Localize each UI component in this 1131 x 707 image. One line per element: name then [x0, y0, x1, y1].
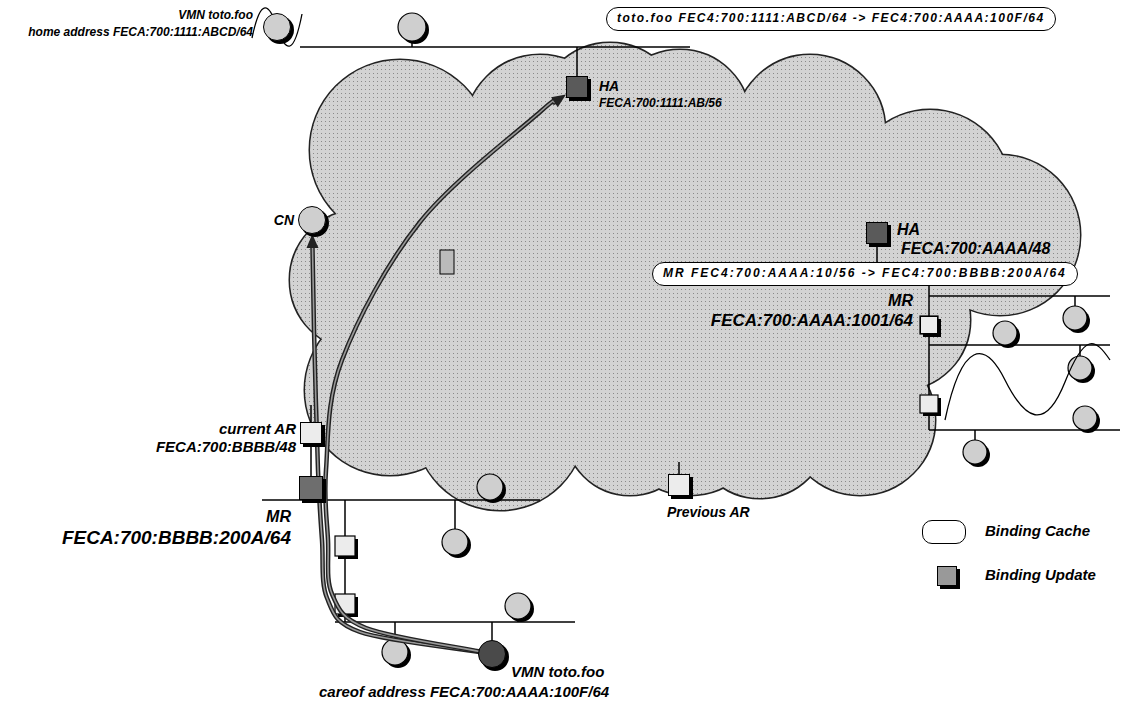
binding-entry: MR FEC4:700:AAAA:10/56 -> FEC4:700:BBBB:…	[663, 267, 1067, 281]
wireless-wave	[945, 344, 1110, 420]
cloud-outline	[310, 60, 490, 240]
node-label: HA	[599, 78, 619, 94]
legend-label: Binding Cache	[985, 522, 1090, 539]
router-symbol	[335, 316, 941, 617]
host-node: VMN toto.foohome address FECA:700:1111:A…	[263, 13, 291, 41]
arrow-line	[313, 248, 479, 652]
network-wire	[262, 41, 1120, 640]
host-symbol	[1063, 306, 1087, 330]
cloud-outline	[290, 43, 1080, 510]
host-symbol	[382, 13, 1100, 668]
binding-entry: toto.foo FEC4:700:1111:ABCD/64 -> FEC4:7…	[617, 12, 1045, 26]
router-symbol	[920, 395, 938, 413]
legend-swatch	[937, 566, 957, 586]
network-wire	[310, 444, 312, 476]
host-symbol	[1073, 406, 1097, 430]
host-symbol	[442, 529, 468, 555]
network-wire	[928, 334, 930, 395]
network-wire	[310, 405, 312, 422]
node-label: Previous AR	[667, 504, 750, 520]
network-wire	[335, 621, 575, 623]
router-node: MRFECA:700:BBBB:200A/64	[299, 476, 323, 500]
cloud-fill	[310, 60, 490, 240]
arrow-line	[325, 100, 555, 651]
binding-cache: MR FEC4:700:AAAA:10/56 -> FEC4:700:BBBB:…	[652, 262, 1078, 286]
arrow-line	[313, 248, 479, 652]
network-wire	[344, 556, 346, 594]
cloud-fill	[610, 50, 750, 190]
router-node: MRFECA:700:AAAA:1001/64	[920, 316, 938, 334]
host-symbol	[398, 13, 426, 41]
binding-cache: toto.foo FEC4:700:1111:ABCD/64 -> FEC4:7…	[606, 7, 1056, 31]
legend-label: Binding Update	[985, 566, 1096, 583]
network-wire	[678, 462, 680, 474]
node-label: FECA:700:1111:AB/56	[599, 97, 722, 111]
legend-swatch	[922, 520, 966, 544]
arrow-head	[551, 94, 566, 107]
node-label: careof address FECA:700:AAAA:100F/64	[319, 683, 609, 700]
network-wire	[576, 47, 578, 76]
host-symbol	[993, 321, 1017, 345]
network-wire	[491, 622, 493, 640]
network-wire	[344, 500, 346, 536]
arrow-line	[325, 100, 555, 651]
update-marker	[440, 250, 454, 274]
node-label: FECA:700:AAAA:1001/64	[711, 311, 913, 331]
router-node: HAFECA:700:AAAA/48	[866, 222, 888, 244]
network-wire	[929, 295, 1110, 297]
node-label: MR	[888, 292, 913, 310]
router-node: Previous AR	[668, 474, 690, 496]
network-wire	[300, 46, 690, 48]
host-node: CN	[298, 206, 326, 234]
host-symbol	[505, 593, 531, 619]
node-label: FECA:700:BBBB/48	[156, 438, 296, 455]
router-symbol	[335, 536, 355, 556]
wireless-wave	[252, 8, 302, 46]
router-node: current ARFECA:700:BBBB/48	[300, 422, 322, 444]
node-label: CN	[274, 212, 294, 228]
node-label: FECA:700:BBBB:200A/64	[62, 527, 291, 549]
node-label: MR	[266, 508, 291, 526]
router-node: HAFECA:700:1111:AB/56	[566, 76, 588, 98]
cloud-fill	[290, 43, 1080, 510]
host-symbol	[477, 474, 503, 500]
node-label: home address FECA:700:1111:ABCD/64	[28, 26, 253, 40]
network-wire	[876, 244, 878, 264]
node-label: HA	[897, 221, 920, 239]
host-symbol	[963, 440, 987, 464]
host-node: VMN toto.foocareof address FECA:700:AAAA…	[478, 640, 506, 668]
node-label: VMN toto.foo	[178, 9, 253, 23]
network-wire	[928, 284, 930, 316]
wireless-wave	[252, 8, 1110, 420]
binding-path-arrow	[325, 94, 566, 651]
network-wire	[974, 430, 976, 440]
network-wire	[454, 500, 456, 529]
router-symbol	[920, 316, 938, 334]
network-wire	[929, 344, 1110, 346]
arrow-head	[307, 234, 319, 248]
node-label: FECA:700:AAAA/48	[901, 240, 1050, 258]
network-wire	[1074, 296, 1076, 306]
node-label: VMN toto.foo	[511, 663, 604, 680]
cloud-outline	[610, 50, 750, 190]
node-label: current AR	[219, 420, 296, 437]
